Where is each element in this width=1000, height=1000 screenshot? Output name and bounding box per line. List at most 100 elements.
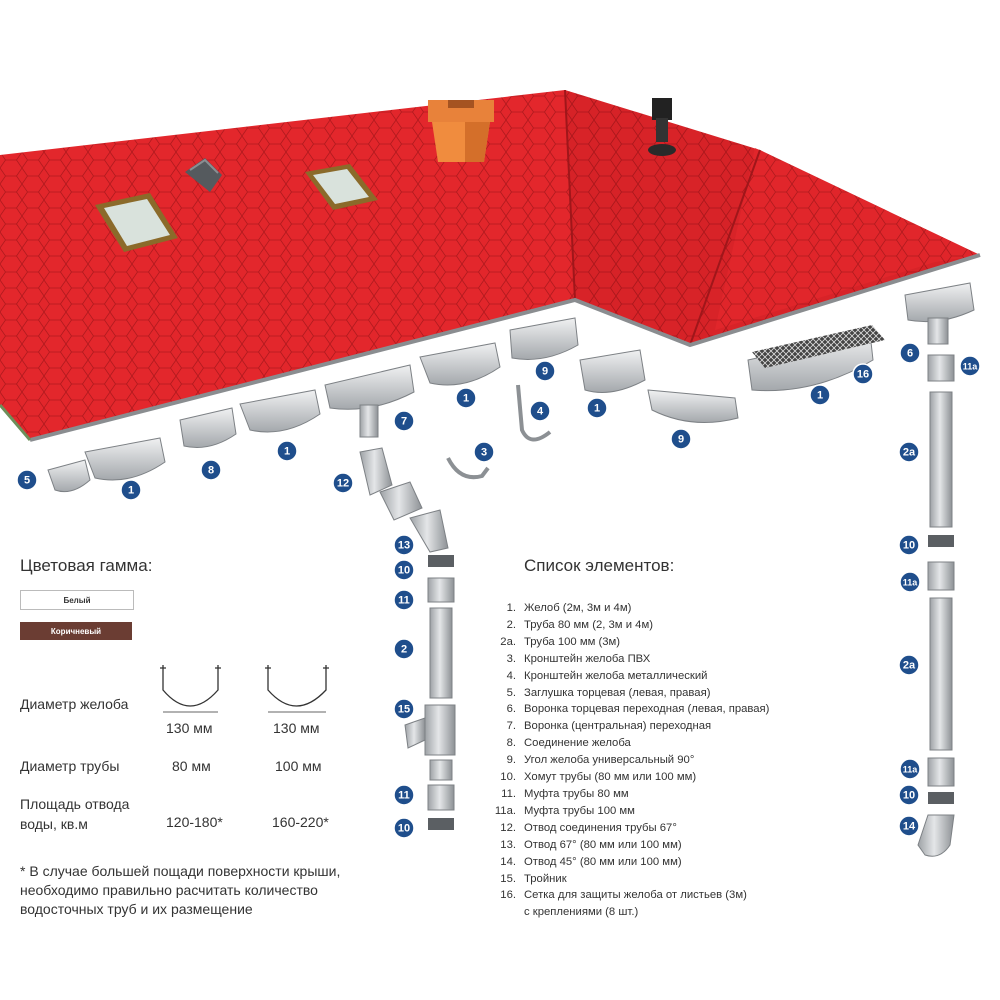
list-item-number: 11. bbox=[501, 787, 516, 800]
list-item: 3.Кронштейн желоба ПВХ bbox=[478, 651, 769, 668]
part-badge-label: 9 bbox=[678, 434, 684, 446]
part-badge-label: 7 bbox=[401, 416, 407, 428]
part-badge-label: 12 bbox=[337, 478, 349, 490]
part-badge: 3 bbox=[473, 441, 495, 463]
list-item-number: 7. bbox=[506, 720, 516, 733]
part-badge: 1 bbox=[586, 397, 608, 419]
drain-area-label-1: Площадь отвода bbox=[20, 796, 130, 812]
list-item-number bbox=[478, 904, 524, 921]
part-badge-label: 13 bbox=[398, 540, 410, 552]
list-item: 2.Труба 80 мм (2, 3м и 4м) bbox=[478, 617, 769, 634]
swatch-white: Белый bbox=[20, 590, 134, 610]
footnote: * В случае большей пощади поверхности кр… bbox=[20, 862, 380, 919]
list-item: 8.Соединение желоба bbox=[478, 735, 769, 752]
part-badge: 10 bbox=[898, 784, 920, 806]
list-item-text: Кронштейн желоба металлический bbox=[524, 669, 708, 682]
list-item-text: Кронштейн желоба ПВХ bbox=[524, 652, 651, 665]
list-item-number: 13. bbox=[500, 838, 516, 851]
part-badge-label: 4 bbox=[537, 406, 544, 418]
chimney bbox=[428, 100, 494, 162]
list-item: 14. Отвод 45° (80 мм или 100 мм) bbox=[478, 854, 769, 871]
roof-window-left bbox=[95, 193, 178, 252]
part-badge: 5 bbox=[16, 469, 38, 491]
part-badge-label: 5 bbox=[24, 475, 30, 487]
part-badge: 2 bbox=[393, 638, 415, 660]
elements-list-title: Список элементов: bbox=[524, 556, 675, 575]
list-item: 5.Заглушка торцевая (левая, правая) bbox=[478, 685, 769, 702]
list-item: 11a.Муфта трубы 100 мм bbox=[478, 803, 769, 820]
part-badge: 7 bbox=[393, 410, 415, 432]
gutter-diameter-value-1: 130 мм bbox=[166, 720, 213, 736]
gutter-profile-drawings bbox=[160, 665, 329, 713]
right-downpipe bbox=[917, 354, 955, 857]
part-badge-label: 1 bbox=[463, 393, 469, 405]
part-badge: 10 bbox=[393, 817, 415, 839]
list-item-number: 4. bbox=[506, 669, 516, 682]
list-item-number: 14. bbox=[500, 855, 516, 868]
list-item-text: Желоб (2м, 3м и 4м) bbox=[524, 602, 632, 614]
list-item-number: 15. bbox=[500, 872, 516, 885]
part-badge: 1 bbox=[120, 479, 142, 501]
part-badge-label: 14 bbox=[903, 821, 916, 833]
part-badge: 1 bbox=[276, 440, 298, 462]
part-badge-label: 2a bbox=[903, 660, 916, 672]
list-item: с креплениями (8 шт.) bbox=[478, 904, 769, 921]
list-item-number: 9. bbox=[506, 754, 516, 767]
part-badge: 11 bbox=[393, 589, 415, 611]
pipe-diameter-label: Диаметр трубы bbox=[20, 758, 120, 774]
list-item: 9. Угол желоба универсальный 90° bbox=[478, 752, 769, 769]
list-item-text: Воронка (центральная) переходная bbox=[524, 720, 712, 733]
part-badge: 16 bbox=[852, 363, 874, 385]
part-badge: 9 bbox=[534, 360, 556, 382]
part-badge: 4 bbox=[529, 400, 551, 422]
swatch-brown: Коричневый bbox=[20, 622, 132, 640]
part-badge-label: 10 bbox=[398, 823, 410, 835]
list-item-text: Труба 100 мм (3м) bbox=[524, 635, 621, 648]
part-badge: 9 bbox=[670, 428, 692, 450]
part-badge-label: 16 bbox=[857, 369, 869, 381]
list-item: 6.Воронка торцевая переходная (левая, пр… bbox=[478, 701, 770, 718]
roof-window-right bbox=[305, 164, 378, 210]
part-badge: 10 bbox=[393, 559, 415, 581]
list-item-text: Тройник bbox=[524, 872, 567, 885]
color-section-title: Цветовая гамма: bbox=[20, 556, 153, 575]
part-badge-label: 1 bbox=[128, 485, 134, 497]
part-badge-label: 3 bbox=[481, 447, 487, 459]
list-item-number: 12. bbox=[500, 821, 516, 834]
part-badge: 1 bbox=[809, 384, 831, 406]
part-badge-label: 9 bbox=[542, 366, 548, 378]
drain-area-value-1: 120-180* bbox=[166, 814, 223, 830]
list-item: 1. Желоб (2м, 3м и 4м) bbox=[478, 600, 769, 617]
list-item-number: 10. bbox=[500, 771, 516, 784]
list-item-number: 2a. bbox=[500, 635, 516, 648]
part-badge: 13 bbox=[393, 534, 415, 556]
part-badge-label: 2a bbox=[903, 447, 916, 459]
metal-bracket bbox=[516, 384, 552, 442]
list-item-number: 16. bbox=[500, 889, 516, 902]
gutter-diameter-value-2: 130 мм bbox=[273, 720, 320, 736]
list-item-text: с креплениями (8 шт.) bbox=[524, 906, 639, 919]
part-badge: 11a bbox=[899, 571, 921, 593]
leaf-guard-mesh bbox=[752, 325, 885, 368]
list-item-text: Угол желоба универсальный 90° bbox=[524, 754, 695, 767]
list-item-number: 1. bbox=[506, 602, 516, 614]
part-badge: 15 bbox=[393, 698, 415, 720]
part-badge-label: 1 bbox=[817, 390, 823, 402]
elements-list: 1. Желоб (2м, 3м и 4м) 2.Труба 80 мм (2, 3… bbox=[478, 600, 770, 921]
left-downpipe bbox=[359, 447, 456, 830]
list-item-number: 11a. bbox=[494, 804, 516, 817]
part-badge-label: 10 bbox=[398, 565, 410, 577]
part-badge-label: 10 bbox=[903, 790, 915, 802]
part-badge: 11 bbox=[393, 784, 415, 806]
part-badge: 8 bbox=[200, 459, 222, 481]
part-badge: 1 bbox=[455, 387, 477, 409]
list-item-text: Отвод 45° (80 мм или 100 мм) bbox=[524, 855, 682, 868]
list-item: 11.Муфта трубы 80 мм bbox=[478, 786, 769, 803]
list-item-text: Воронка торцевая переходная (левая, прав… bbox=[524, 703, 770, 716]
pipe-diameter-value-1: 80 мм bbox=[172, 758, 211, 774]
list-item: 7. Воронка (центральная) переходная bbox=[478, 718, 769, 735]
list-item: 13.Отвод 67° (80 мм или 100 мм) bbox=[478, 837, 769, 854]
list-item: 12.Отвод соединения трубы 67° bbox=[478, 820, 769, 837]
part-badge-label: 6 bbox=[907, 348, 913, 360]
